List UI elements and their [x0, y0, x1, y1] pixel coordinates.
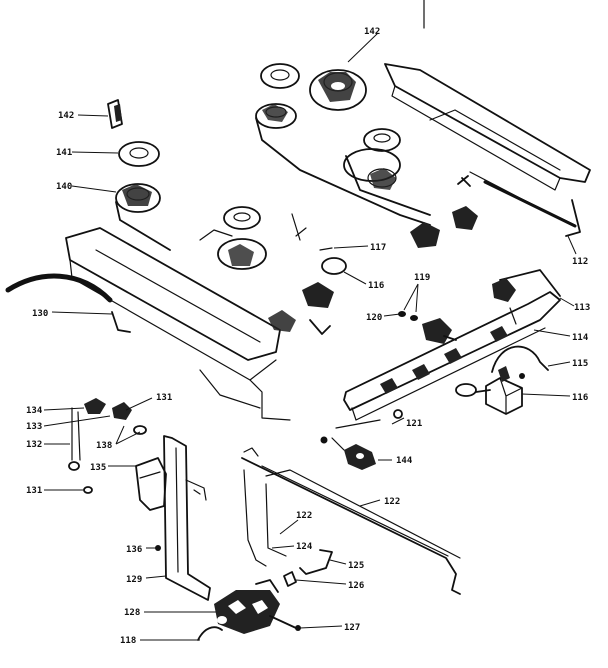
label-124: 124 — [296, 542, 313, 552]
label-119: 119 — [414, 273, 430, 283]
screw-136 — [155, 545, 161, 551]
leader-lines — [43, 32, 577, 641]
front-left-burner-140 — [115, 183, 171, 251]
wire-118 — [197, 626, 223, 641]
front-center-burner — [199, 206, 267, 270]
label-116-right: 116 — [572, 393, 588, 403]
label-125: 125 — [348, 561, 364, 571]
tube-122b — [243, 469, 267, 567]
label-126: 126 — [348, 581, 364, 591]
label-144: 144 — [396, 456, 413, 466]
screw-127 — [269, 615, 301, 631]
burner-cap-142 — [107, 99, 123, 129]
label-130: 130 — [32, 309, 48, 319]
screw-131 — [83, 486, 93, 494]
label-142-top: 142 — [364, 27, 380, 37]
label-128: 128 — [124, 608, 140, 618]
thermostat-144 — [320, 436, 376, 470]
rear-right-burner — [343, 148, 431, 216]
label-117: 117 — [370, 243, 386, 253]
label-131-top: 131 — [156, 393, 172, 403]
label-132: 132 — [26, 440, 42, 450]
label-113: 113 — [574, 303, 590, 313]
wire-115 — [491, 345, 549, 379]
orifice-117 — [319, 247, 333, 251]
label-131: 131 — [26, 486, 42, 496]
label-122-right: 122 — [384, 497, 400, 507]
switch-cluster — [68, 398, 147, 471]
label-116-center: 116 — [368, 281, 384, 291]
label-136: 136 — [126, 545, 142, 555]
label-115: 115 — [572, 359, 588, 369]
valve-block-128 — [214, 579, 280, 634]
rear-burner-top-142 — [309, 69, 367, 111]
hood-116 — [321, 257, 347, 275]
regulator-116 — [455, 366, 523, 415]
label-118: 118 — [120, 636, 136, 646]
label-133: 133 — [26, 422, 42, 432]
label-114: 114 — [572, 333, 589, 343]
label-142: 142 — [58, 111, 74, 121]
tube-125 — [299, 549, 333, 575]
thermocouple-130 — [5, 273, 113, 303]
burner-ring-141 — [118, 141, 160, 167]
label-141: 141 — [56, 148, 72, 158]
manifold-pipe-114 — [343, 269, 561, 421]
fitting-121 — [335, 409, 403, 429]
bracket-135 — [135, 457, 167, 511]
valve-120 — [422, 318, 457, 344]
label-122-left: 122 — [296, 511, 312, 521]
label-140: 140 — [56, 182, 72, 192]
rear-valve-cluster — [410, 175, 478, 248]
tube-122 — [241, 447, 461, 595]
rear-left-burner — [255, 103, 431, 226]
orifices-119 — [398, 311, 418, 321]
rear-burner-box — [384, 63, 591, 237]
rear-right-burner-ring — [363, 128, 401, 152]
label-121-upper: 121 — [406, 419, 422, 429]
label-129: 129 — [126, 575, 142, 585]
front-burner-box — [65, 227, 291, 421]
part-labels: 142 142 141 140 117 116 119 120 113 114 … — [26, 27, 590, 646]
front-right-burner — [268, 213, 334, 335]
rear-left-burner-ring — [260, 63, 300, 89]
label-120: 120 — [366, 313, 382, 323]
label-112: 112 — [572, 257, 588, 267]
label-135: 135 — [90, 463, 106, 473]
label-127: 127 — [344, 623, 360, 633]
bracket-129 — [163, 435, 211, 601]
tube-124 — [265, 483, 287, 557]
clip-126 — [283, 571, 297, 587]
label-134: 134 — [26, 406, 43, 416]
label-138: 138 — [96, 441, 112, 451]
